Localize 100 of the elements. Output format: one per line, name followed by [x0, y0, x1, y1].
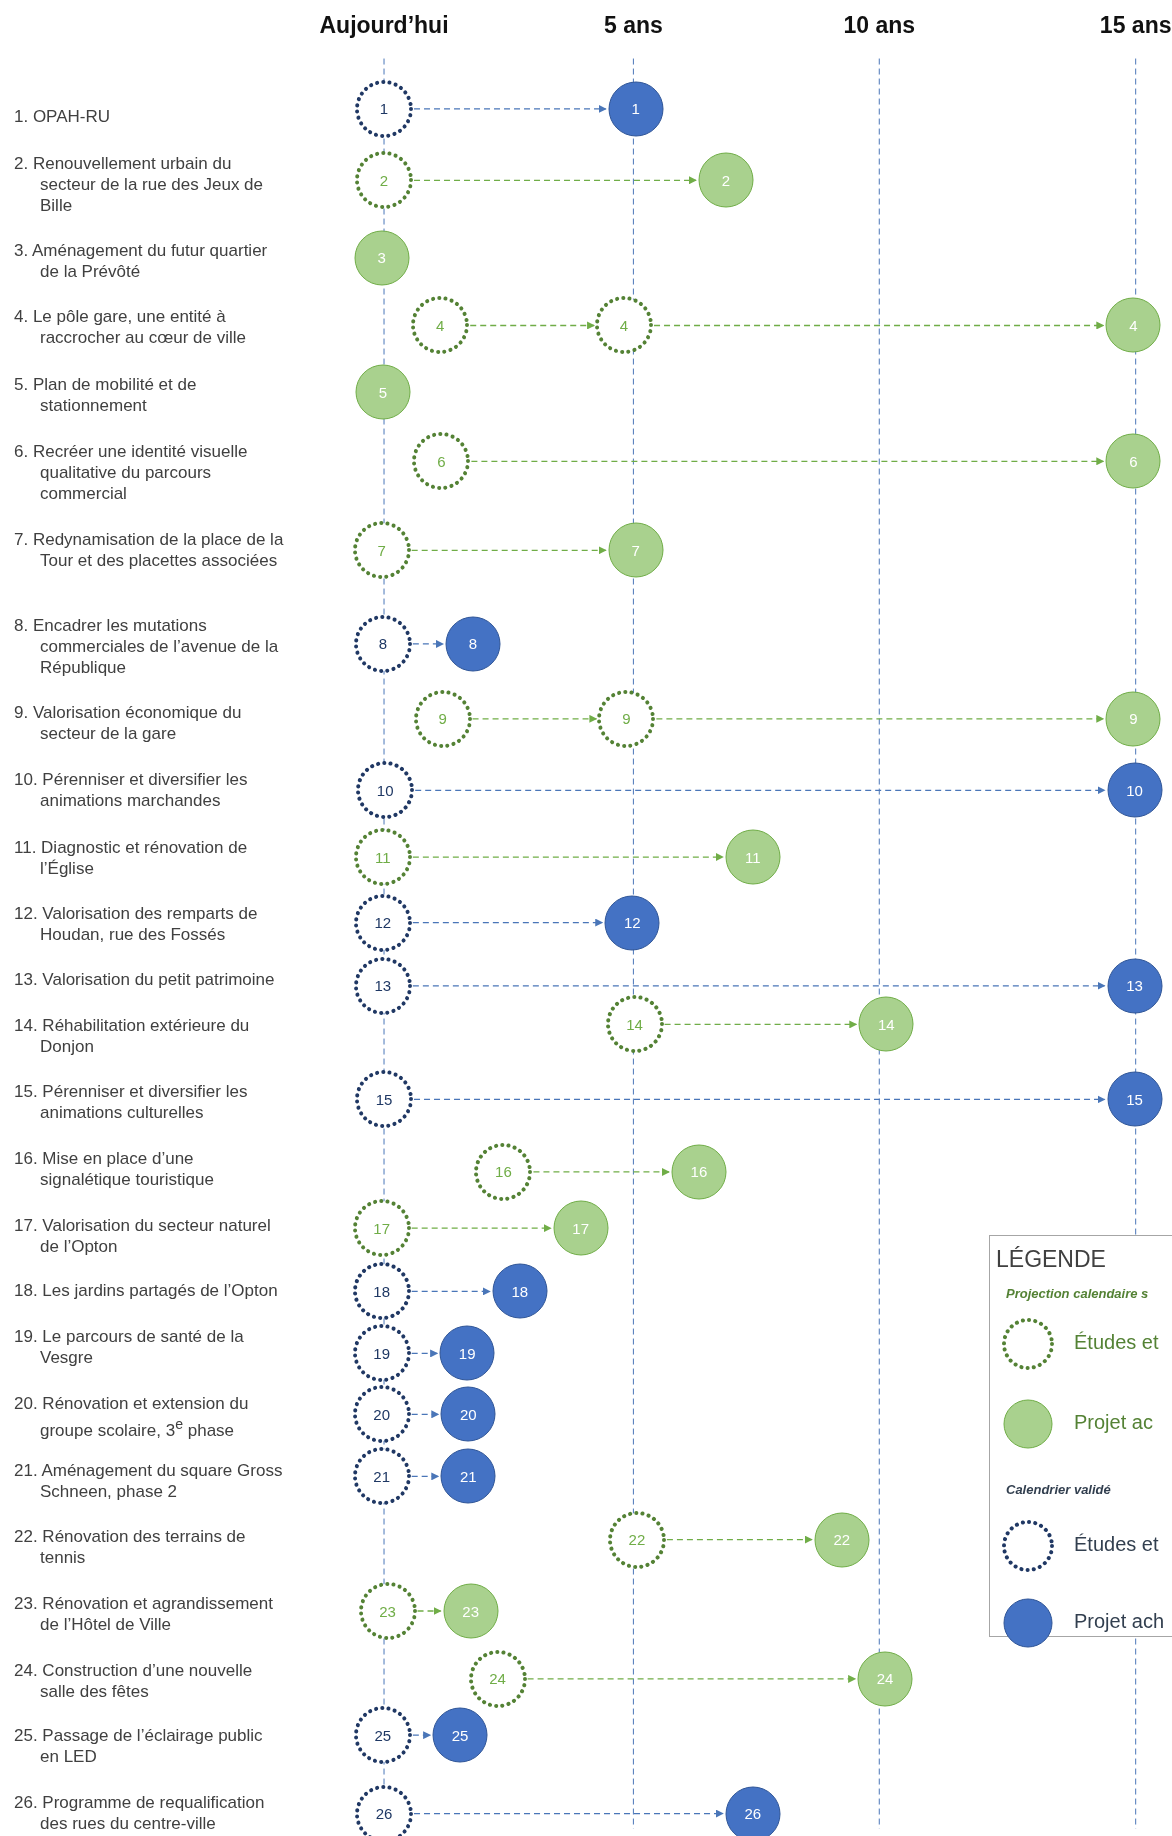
project-item: 5. Plan de mobilité et de stationnement: [14, 374, 198, 417]
dashed-arrow: [413, 1095, 1106, 1104]
filled-circle: 15: [1104, 1069, 1165, 1130]
dashed-arrow: [470, 457, 1105, 466]
dashed-arrow: [653, 321, 1105, 330]
dotted-circle: 12: [352, 892, 413, 953]
dotted-circle: 15: [354, 1069, 414, 1130]
project-item: 11. Diagnostic et rénovation de l’Église: [14, 836, 249, 879]
filled-circle: 13: [1104, 955, 1165, 1016]
dotted-circle: 25: [352, 1705, 413, 1766]
dashed-arrow: [666, 1535, 813, 1544]
filled-circle: 12: [602, 892, 663, 953]
dashed-arrow: [412, 1731, 432, 1740]
filled-circle: 22: [811, 1509, 872, 1570]
dotted-circle: 23: [357, 1581, 418, 1641]
filled-circle: 17: [550, 1198, 611, 1259]
filled-circle: 3: [351, 227, 412, 288]
filled-circle: 9: [1103, 688, 1164, 749]
filled-circle: 4: [1103, 295, 1164, 356]
dotted-circle: 16: [473, 1141, 534, 1202]
project-item: 22. Rénovation des terrains de tennis: [14, 1526, 247, 1569]
project-item: 23. Rénovation et agrandissement de l’Hôtel de Ville: [14, 1593, 274, 1635]
dashed-arrow: [411, 1472, 440, 1481]
filled-circle: 21: [438, 1446, 499, 1507]
dashed-arrow: [526, 1674, 857, 1683]
filled-circle: 2: [695, 150, 756, 211]
project-item: 25. Passage de l’éclairage public en LED: [14, 1725, 264, 1768]
project-item: 14. Réhabilitation extérieure du Donjon: [14, 1014, 251, 1057]
filled-circle: 5: [352, 362, 413, 423]
project-item: 4. Le pôle gare, une entité à raccrocher au cœur de ville: [14, 306, 247, 349]
dotted-circle: 24: [467, 1648, 528, 1709]
column-heading: Aujourd’hui: [319, 11, 449, 39]
project-item: 17. Valorisation du secteur naturel de l’Opton: [14, 1214, 272, 1257]
legend-label: Études et: [1074, 1533, 1159, 1557]
dashed-arrow: [411, 1224, 552, 1233]
dotted-circle: 9: [412, 688, 473, 749]
dashed-arrow: [412, 981, 1106, 990]
dashed-arrow: [413, 104, 607, 113]
dotted-circle: 2: [354, 150, 414, 211]
dotted-circle: 4: [410, 295, 471, 356]
project-item: 9. Valorisation économique du secteur de la gare: [14, 702, 243, 744]
dotted-circle: 8: [352, 613, 413, 674]
filled-circle: 19: [437, 1323, 498, 1384]
dotted-circle: 10: [355, 760, 416, 821]
dotted-circle: 19: [351, 1323, 412, 1384]
project-item: 7. Redynamisation de la place de la Tour et des placettes associées: [14, 528, 285, 571]
dotted-circle: 4: [594, 295, 655, 356]
dotted-circle: 1: [354, 78, 414, 139]
legend-label: Projet ach: [1074, 1609, 1165, 1633]
filled-circle: 7: [605, 520, 666, 581]
dashed-arrow: [411, 1410, 440, 1419]
legend-subheading: Calendrier validé: [1006, 1482, 1111, 1497]
filled-circle: 8: [443, 613, 503, 674]
dotted-circle: 13: [352, 955, 413, 1016]
dotted-circle: 20: [351, 1384, 412, 1445]
dotted-circle: 7: [351, 520, 412, 581]
dashed-arrow: [416, 1607, 442, 1615]
filled-circle: 24: [855, 1648, 916, 1709]
dashed-arrow: [412, 639, 444, 648]
project-item: 3. Aménagement du futur quartier de la Prévôté: [14, 239, 269, 282]
dashed-arrow: [471, 714, 598, 723]
project-item: 6. Recréer une identité visuelle qualitative du parcours commercial: [14, 440, 249, 504]
project-item: 15. Pérenniser et diversifier les animations culturelles: [14, 1081, 249, 1124]
filled-circle: 18: [489, 1261, 550, 1322]
dashed-arrow: [412, 853, 724, 862]
project-item: 19. Le parcours de santé de la Vesgre: [14, 1326, 245, 1369]
project-item: 24. Construction d’une nouvelle salle des fêtes: [14, 1659, 254, 1702]
filled-circle: 23: [440, 1581, 501, 1641]
project-item: 16. Mise en place d’une signalétique touristique: [14, 1148, 215, 1191]
dotted-circle: 18: [351, 1261, 412, 1322]
column-heading: 10 ans: [843, 11, 916, 39]
filled-circle: 25: [430, 1705, 491, 1766]
dashed-arrow: [411, 1287, 491, 1296]
filled-circle: 16: [668, 1141, 729, 1202]
dotted-circle: 9: [596, 688, 657, 749]
project-item: 12. Valorisation des remparts de Houdan, rue des Fossés: [14, 903, 259, 946]
dashed-arrow: [414, 786, 1106, 795]
project-item: 8. Encadrer les mutations commerciales de l’avenue de la République: [14, 615, 280, 679]
dashed-arrow: [469, 321, 596, 330]
project-item: 18. Les jardins partagés de l’Opton: [14, 1280, 279, 1302]
filled-circle: 1: [605, 78, 666, 139]
dotted-circle: 11: [352, 827, 413, 887]
filled-circle: 20: [438, 1384, 499, 1445]
dashed-arrow: [532, 1167, 670, 1176]
dotted-circle: 22: [606, 1509, 667, 1570]
legend-title: LÉGENDE: [996, 1246, 1106, 1273]
dashed-arrow: [411, 1349, 439, 1358]
filled-circle: 11: [722, 827, 783, 887]
dotted-circle: 21: [351, 1446, 412, 1507]
project-item: 1. OPAH-RU: [14, 106, 112, 128]
column-heading: 5 ans: [604, 11, 663, 39]
project-item: 20. Rénovation et extension du groupe scolaire, 3$^{e}$ phase: [14, 1392, 250, 1441]
project-item: 26. Programme de requalification des rues du centre-ville: [14, 1792, 266, 1835]
dashed-arrow: [413, 1809, 724, 1818]
filled-circle: 6: [1103, 431, 1164, 492]
dashed-arrow: [413, 176, 697, 185]
project-item: 21. Aménagement du square Gross Schneen, phase 2: [14, 1459, 284, 1502]
dotted-circle: 17: [351, 1198, 412, 1259]
legend-label: Projet ac: [1074, 1410, 1153, 1434]
project-item: 10. Pérenniser et diversifier les animations marchandes: [14, 768, 249, 811]
